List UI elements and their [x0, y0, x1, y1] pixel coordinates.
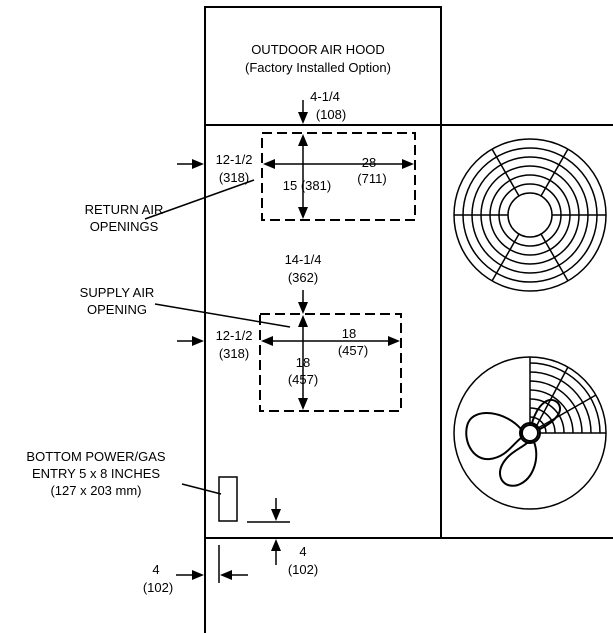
left-gap-dimension: 4 (102)	[143, 545, 248, 595]
supply-width-in: 18	[342, 326, 356, 341]
bottom-gap-mm: (102)	[288, 562, 318, 577]
power-label-line2: ENTRY 5 x 8 INCHES	[32, 466, 160, 481]
return-left-in: 12-1/2	[216, 152, 253, 167]
bottom-gap-in: 4	[299, 544, 306, 559]
return-width-mm: (711)	[357, 171, 386, 186]
power-gas-entry: BOTTOM POWER/GAS ENTRY 5 x 8 INCHES (127…	[26, 449, 238, 522]
supply-height-mm: (457)	[288, 372, 318, 387]
return-label-line1: RETURN AIR	[85, 202, 164, 217]
supply-label-line2: OPENING	[87, 302, 147, 317]
supply-label-line1: SUPPLY AIR	[80, 285, 155, 300]
return-height: 15 (381)	[283, 178, 331, 193]
power-label-line3: (127 x 203 mm)	[50, 483, 141, 498]
supply-left-mm: (318)	[219, 346, 249, 361]
bottom-gap-dimension: 4 (102)	[247, 498, 318, 577]
return-width-in: 28	[362, 155, 376, 170]
supply-left-in: 12-1/2	[216, 328, 253, 343]
left-gap-mm: (102)	[143, 580, 173, 595]
hood-label-line2: (Factory Installed Option)	[245, 60, 391, 75]
power-label-line1: BOTTOM POWER/GAS	[26, 449, 165, 464]
return-left-mm: (318)	[219, 170, 249, 185]
hood-gap-mm: (108)	[316, 107, 346, 122]
left-gap-in: 4	[152, 562, 159, 577]
supply-width-mm: (457)	[338, 343, 368, 358]
fan-blade-icon	[453, 356, 607, 510]
return-air-opening: 28 (711) 15 (381)	[261, 132, 416, 221]
fan-grille-icon	[453, 138, 607, 292]
unit-outline	[204, 124, 613, 633]
between-in: 14-1/4	[285, 252, 322, 267]
between-openings-dimension: 14-1/4 (362)	[285, 252, 322, 314]
between-mm: (362)	[288, 270, 318, 285]
return-label-line2: OPENINGS	[90, 219, 159, 234]
hood-gap-dimension: 4-1/4 (108)	[298, 89, 346, 124]
return-air-callout: RETURN AIR OPENINGS	[85, 179, 255, 234]
hood-gap-in: 4-1/4	[310, 89, 340, 104]
supply-height-in: 18	[296, 355, 310, 370]
hood-label-line1: OUTDOOR AIR HOOD	[251, 42, 385, 57]
supply-air-callout: SUPPLY AIR OPENING	[80, 285, 291, 328]
supply-left-dimension: 12-1/2 (318)	[177, 328, 252, 361]
supply-air-opening: 18 (457) 18 (457)	[259, 313, 402, 412]
return-left-dimension: 12-1/2 (318)	[177, 152, 252, 185]
